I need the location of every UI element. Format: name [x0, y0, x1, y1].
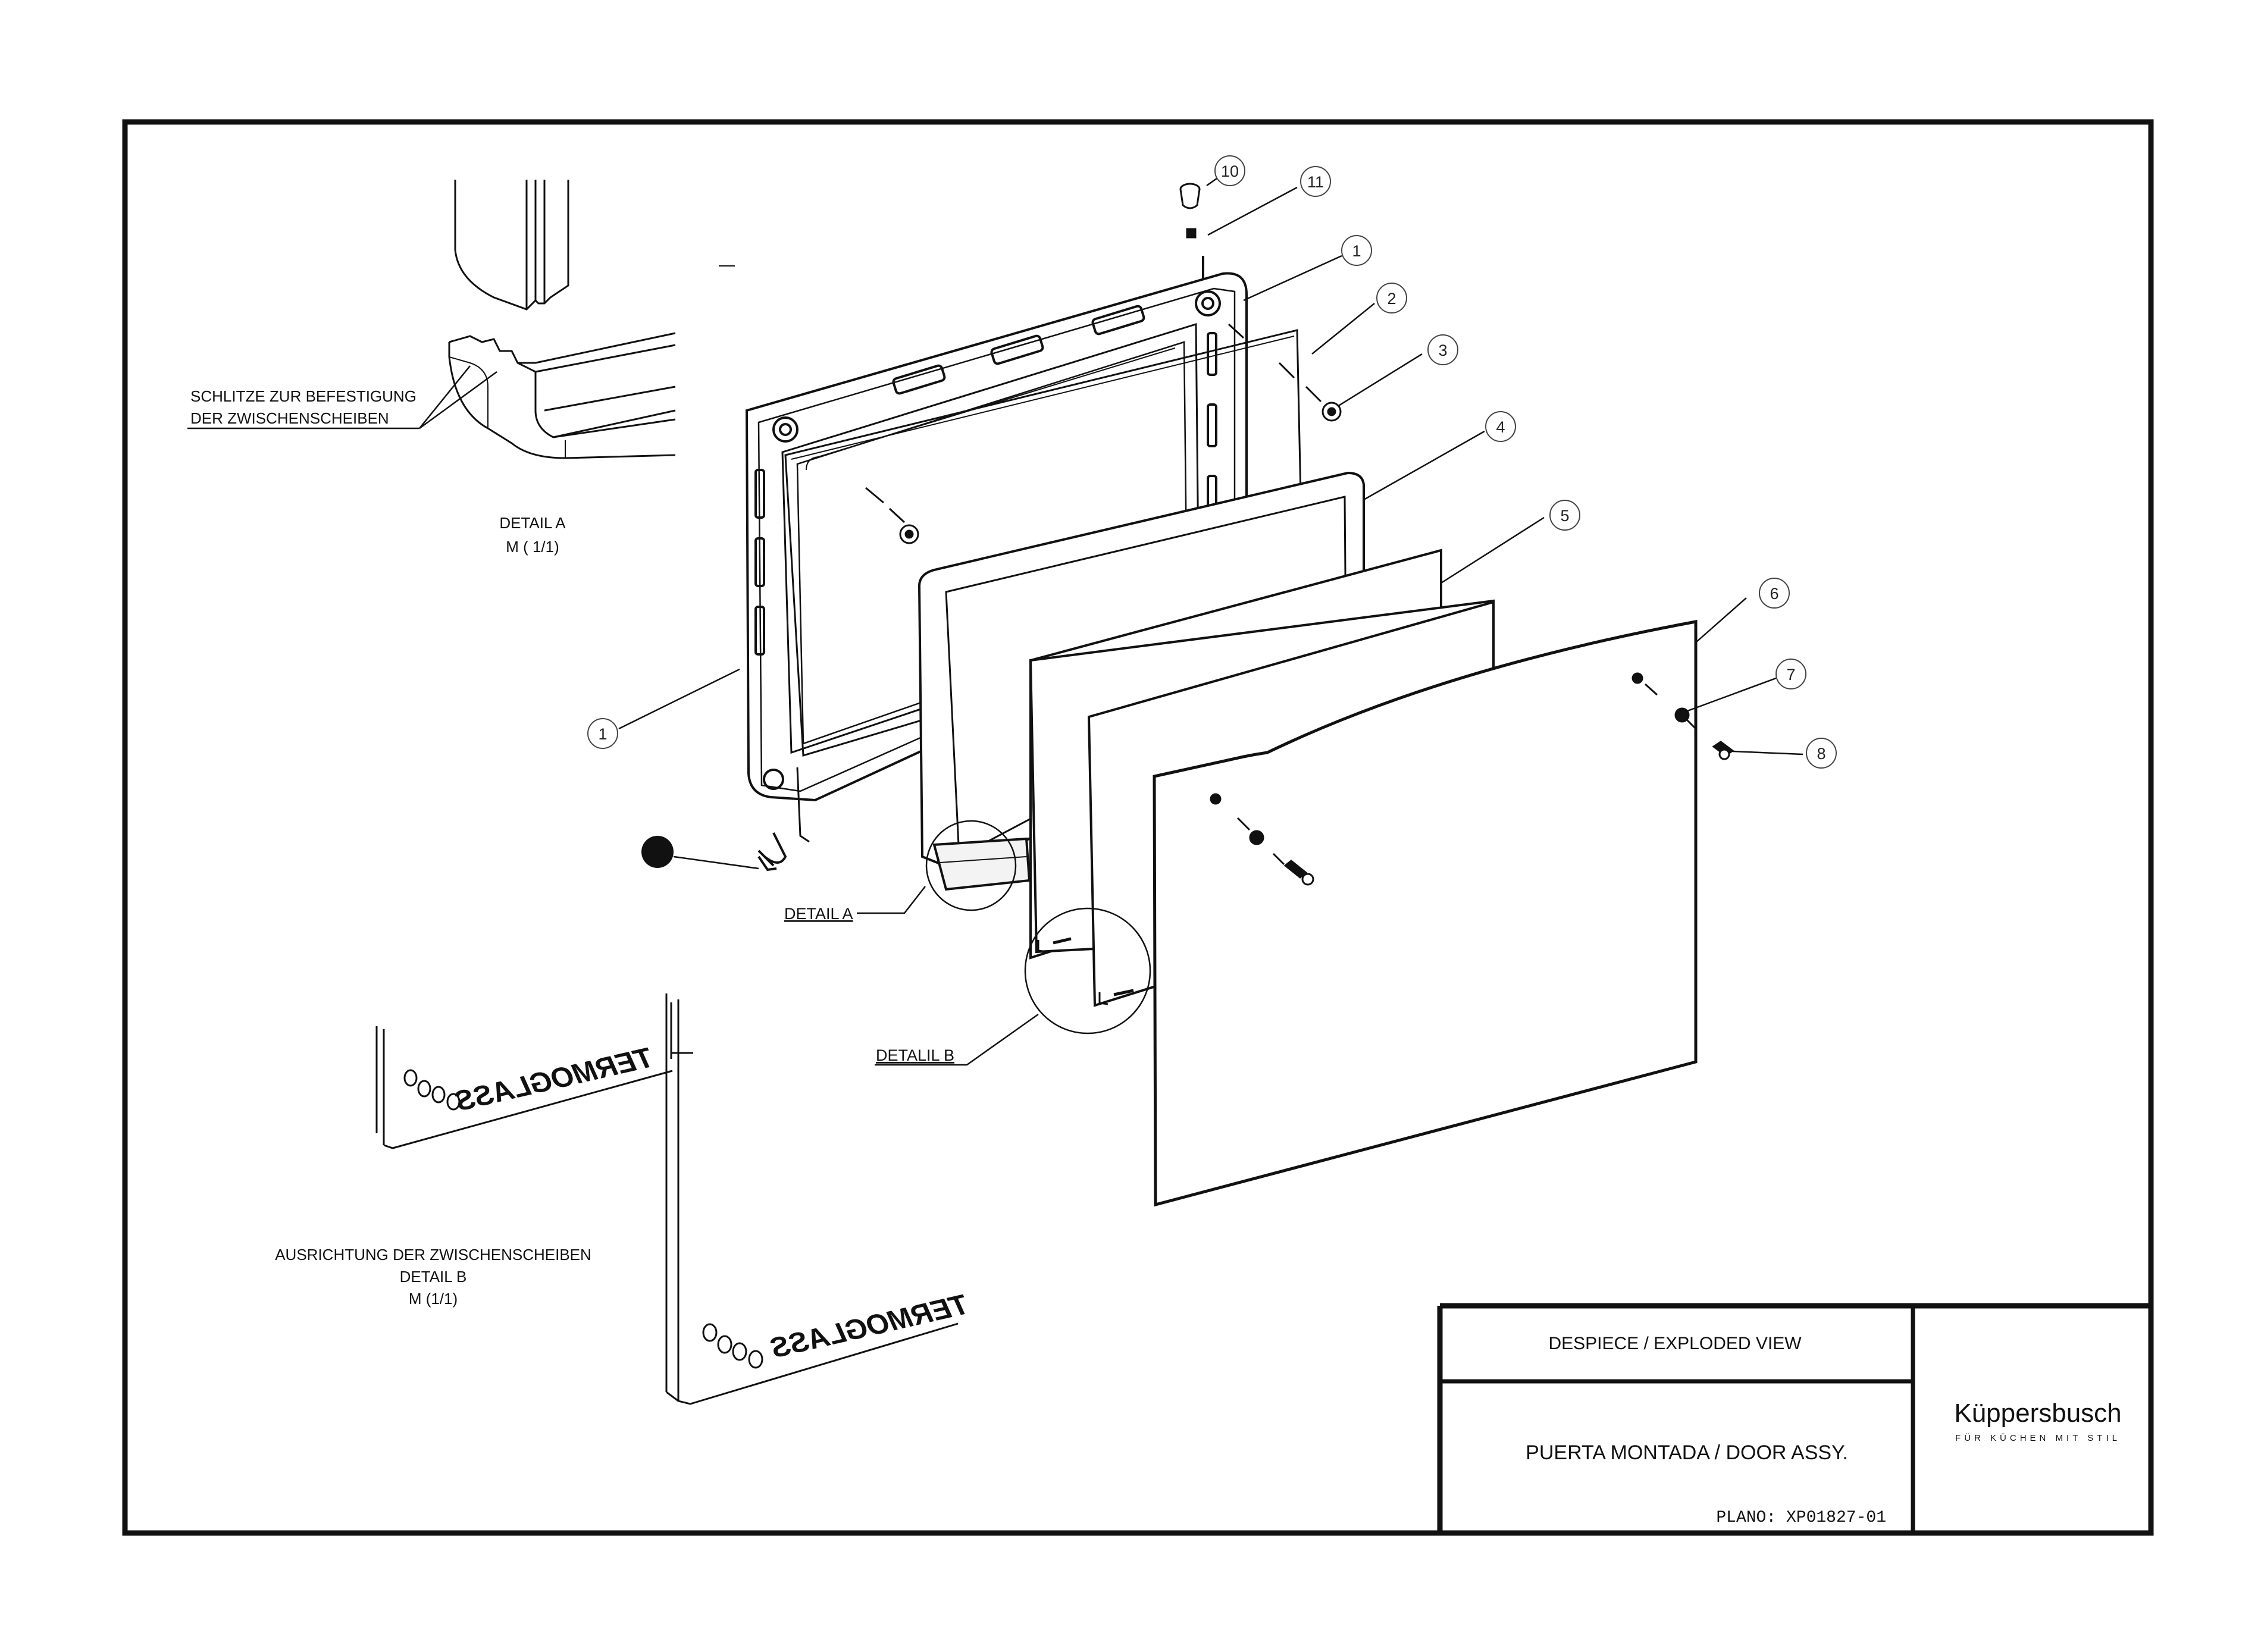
- termoglass-mark-1: TERMOGLASS: [453, 1042, 656, 1118]
- detail-a-title: DETAIL A: [499, 514, 566, 532]
- detail-b-brand-marks: TERMOGLASS TERMOGLASS: [453, 1042, 972, 1365]
- part-balloons: [587, 155, 1837, 769]
- detail-a-callout-text-2: DER ZWISCHENSCHEIBEN: [190, 409, 389, 427]
- detail-b-description: AUSRICHTUNG DER ZWISCHENSCHEIBEN: [275, 1246, 591, 1264]
- pane-marking: [1037, 937, 1134, 1005]
- detail-a-scale: M ( 1/1): [506, 538, 559, 556]
- drawing-border: [122, 119, 2154, 1536]
- detail-a-reference: DETAIL A: [784, 905, 853, 923]
- outer-glass-pane: [1153, 619, 1698, 1207]
- detail-a-callout-text: SCHLITZE ZUR BEFESTIGUNG: [190, 387, 417, 405]
- balloon-1-left: [587, 718, 618, 749]
- balloon-10: [1214, 155, 1245, 186]
- balloon-6-label: 6: [1770, 585, 1778, 603]
- brand-tagline: FÜR KÜCHEN MIT STIL: [1955, 1432, 2121, 1443]
- detail-b-drawing: [375, 993, 959, 1405]
- balloon-leaders: [618, 174, 1803, 1066]
- balloon-4: [1485, 411, 1516, 442]
- balloon-1-top: [1341, 235, 1372, 266]
- balloon-11-label: 11: [1307, 173, 1324, 191]
- detail-a-leader-lines: [187, 365, 497, 430]
- title-block-name: PUERTA MONTADA / DOOR ASSY.: [1526, 1441, 1848, 1464]
- balloon-4-label: 4: [1496, 418, 1505, 436]
- title-block-plano: PLANO: XP01827-01: [1716, 1509, 1886, 1527]
- detail-a-drawing: [448, 180, 676, 459]
- balloon-3: [1427, 334, 1458, 365]
- hook-bullet: [641, 836, 674, 868]
- balloon-10-label: 10: [1221, 162, 1239, 180]
- balloon-8: [1806, 738, 1837, 769]
- title-block: [1437, 1303, 2149, 1533]
- balloon-11: [1300, 166, 1331, 197]
- balloon-8-label: 8: [1817, 745, 1825, 763]
- handle-fixings: [1210, 672, 1734, 886]
- balloon-5-label: 5: [1560, 507, 1569, 525]
- detail-b-scale: M (1/1): [409, 1290, 458, 1308]
- balloon-2-label: 2: [1387, 290, 1396, 308]
- detail-b-circle: [1024, 907, 1151, 1035]
- top-screw-parts: [1179, 183, 1204, 280]
- detail-b-reference: DETALIL B: [876, 1046, 954, 1064]
- balloon-1-top-label: 1: [1352, 242, 1361, 260]
- termoglass-mark-2: TERMOGLASS: [768, 1289, 972, 1365]
- balloon-6: [1759, 578, 1790, 609]
- balloon-3-label: 3: [1438, 341, 1447, 359]
- detail-b-title: DETAIL B: [400, 1268, 467, 1286]
- balloon-7-label: 7: [1786, 666, 1795, 684]
- balloon-2: [1376, 283, 1407, 314]
- brand-logo: Küppersbusch: [1954, 1399, 2121, 1428]
- balloon-1-left-label: 1: [598, 725, 607, 743]
- balloon-7: [1775, 659, 1806, 689]
- title-block-view: DESPIECE / EXPLODED VIEW: [1548, 1334, 1802, 1353]
- door-hook-part: [641, 836, 777, 872]
- detail-a-circle: [925, 820, 1017, 911]
- balloon-5: [1549, 500, 1580, 531]
- fixing-screws: [865, 323, 1342, 544]
- detail-b-holes: [403, 1069, 763, 1369]
